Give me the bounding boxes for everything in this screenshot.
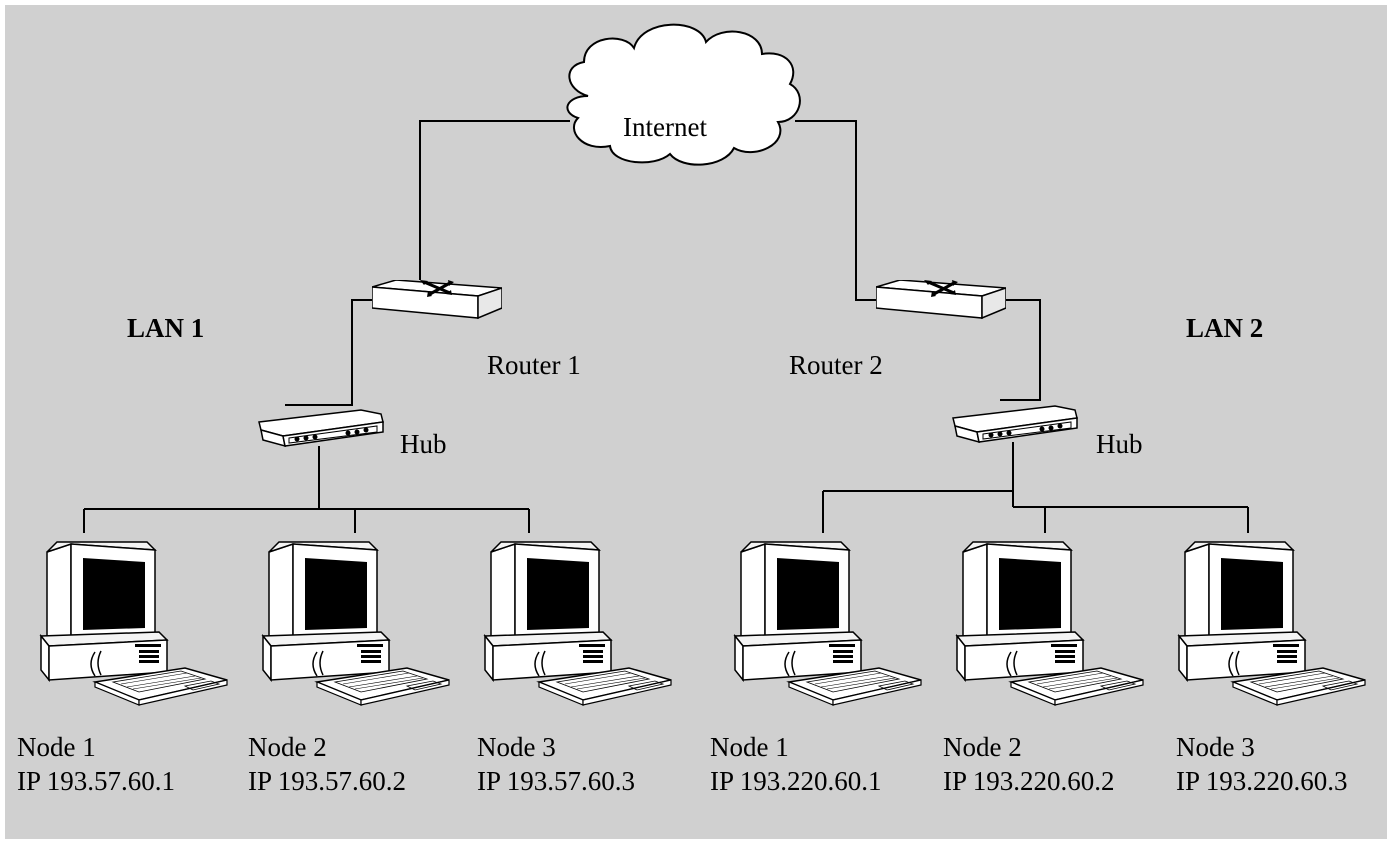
network-links: [83, 120, 1249, 533]
lan1-node1-label: Node 1 IP 193.57.60.1: [17, 730, 175, 798]
node-ip: IP 193.220.60.2: [943, 766, 1115, 796]
lan1-node2-label: Node 2 IP 193.57.60.2: [248, 730, 406, 798]
internet-label: Internet: [623, 112, 707, 142]
lan2-node1-computer-icon: [734, 541, 922, 706]
hub-2-label: Hub: [1096, 429, 1143, 459]
lan1-title: LAN 1: [127, 313, 205, 343]
lan2-node3-label: Node 3 IP 193.220.60.3: [1176, 730, 1348, 798]
router-1-label: Router 1: [487, 350, 581, 380]
node-ip: IP 193.57.60.2: [248, 766, 407, 796]
internet-cloud-icon: [566, 23, 801, 166]
lan1-node1-computer-icon: [40, 541, 228, 706]
hub-2-icon: [952, 405, 1078, 443]
node-ip: IP 193.220.60.3: [1176, 766, 1348, 796]
hub-1-label: Hub: [400, 429, 447, 459]
lan2-node1-label: Node 1 IP 193.220.60.1: [710, 730, 882, 798]
node-name: Node 3: [1176, 732, 1255, 762]
lan2-node2-label: Node 2 IP 193.220.60.2: [943, 730, 1115, 798]
lan1-node3-label: Node 3 IP 193.57.60.3: [477, 730, 635, 798]
node-ip: IP 193.57.60.3: [477, 766, 636, 796]
hub-1-icon: [258, 409, 384, 447]
node-ip: IP 193.57.60.1: [17, 766, 176, 796]
lan1-node2-computer-icon: [262, 541, 450, 706]
lan1-node3-computer-icon: [484, 541, 672, 706]
router-2-label: Router 2: [789, 350, 883, 380]
node-ip: IP 193.220.60.1: [710, 766, 882, 796]
node-name: Node 2: [943, 732, 1022, 762]
lan2-node2-computer-icon: [956, 541, 1144, 706]
router-2-icon: [876, 280, 1006, 320]
router-1-icon: [372, 280, 502, 320]
lan2-title: LAN 2: [1186, 313, 1264, 343]
node-name: Node 3: [477, 732, 556, 762]
node-name: Node 1: [710, 732, 789, 762]
node-name: Node 1: [17, 732, 96, 762]
lan2-node3-computer-icon: [1178, 541, 1366, 706]
node-name: Node 2: [248, 732, 327, 762]
